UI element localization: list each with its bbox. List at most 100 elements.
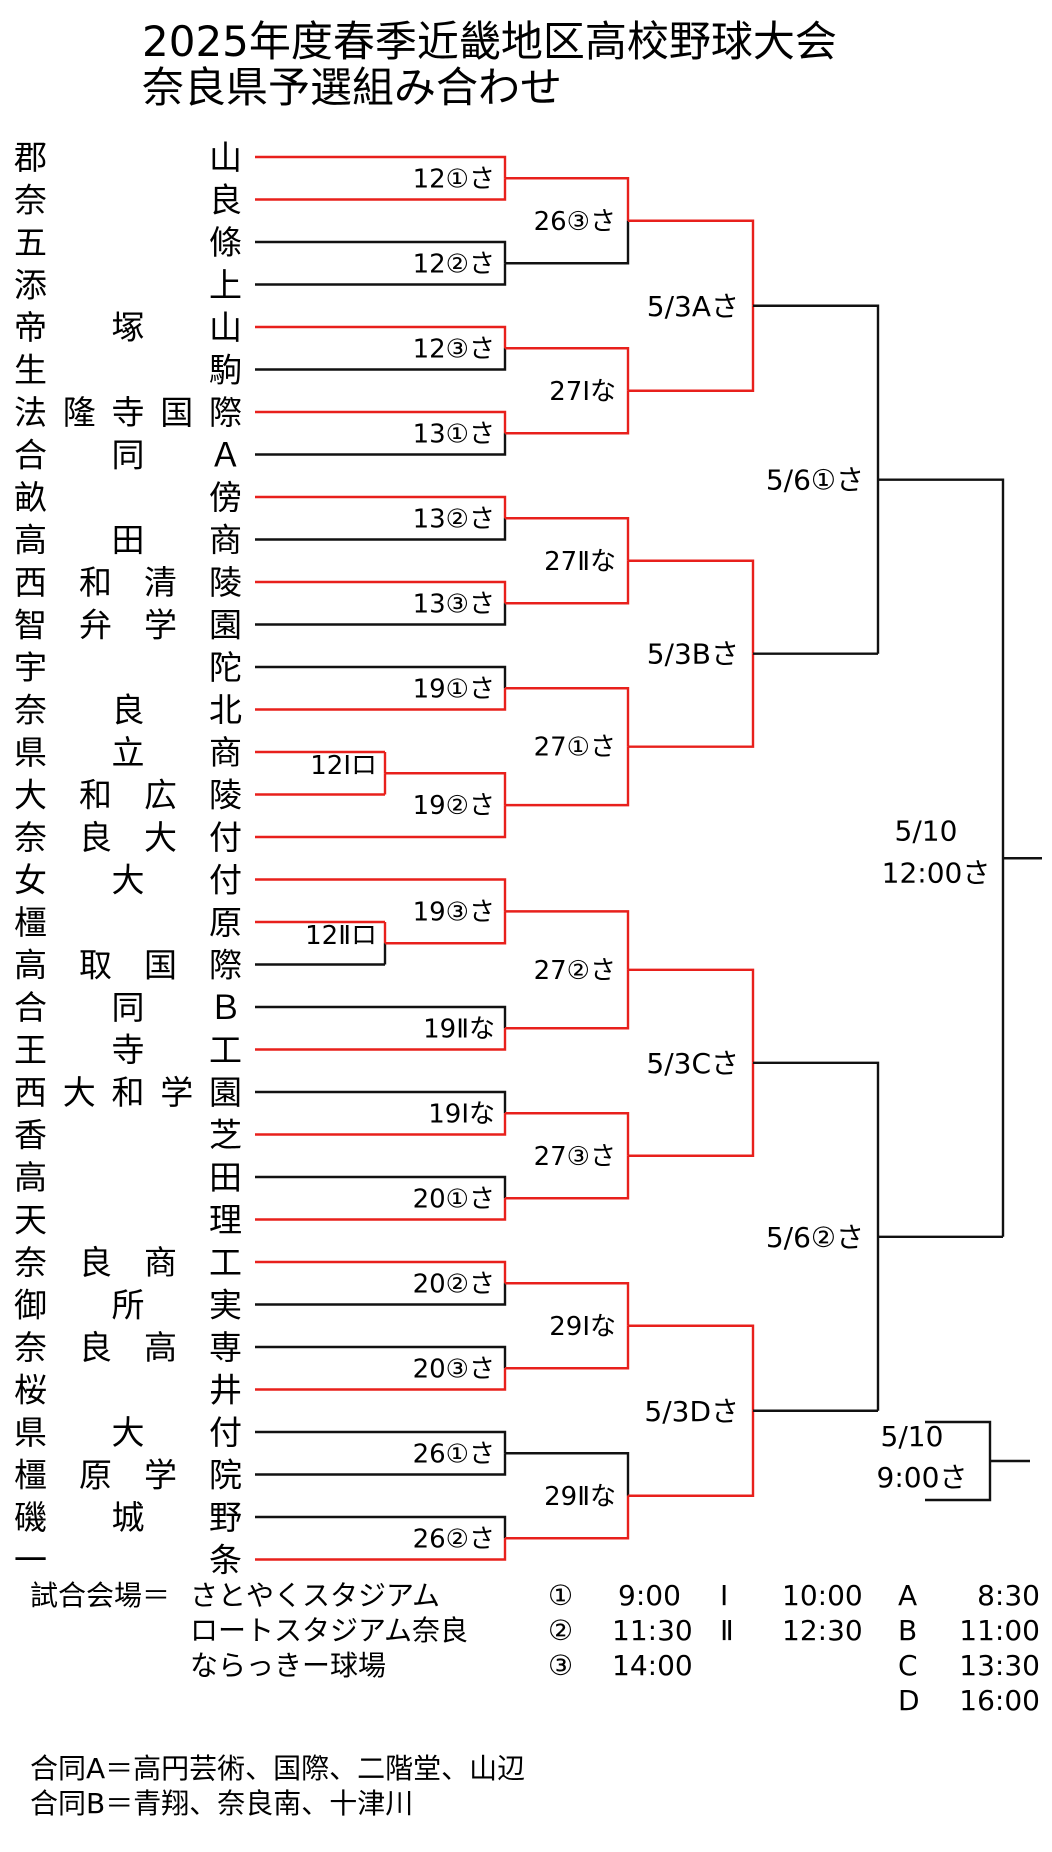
r2-connector	[505, 969, 630, 1030]
time-value-1: 9:00	[618, 1579, 681, 1612]
r1-connector	[255, 410, 507, 434]
second-round-label: 26③さ	[534, 207, 616, 237]
team-name: 畝 傍	[14, 478, 242, 517]
time-mark-roman-2: Ⅱ	[720, 1614, 734, 1647]
third-place-time-label: 9:00さ	[877, 1461, 968, 1494]
team-name: 法隆寺国際	[14, 393, 242, 432]
first-round-label: 12③さ	[413, 334, 495, 364]
r1-connector	[255, 1198, 507, 1221]
first-round-label: 19Ⅱな	[423, 1014, 495, 1044]
team-name: 奈良大付	[14, 818, 242, 857]
first-round-label: 20②さ	[413, 1269, 495, 1299]
r1-connector	[255, 348, 507, 371]
team-name: 郡 山	[14, 138, 242, 177]
r2-connector	[505, 1495, 630, 1540]
title-line-2: 奈良県予選組み合わせ	[142, 63, 562, 112]
r1-connector	[255, 1538, 507, 1561]
team-name: 添 上	[14, 266, 242, 305]
r3-connector	[628, 1410, 755, 1497]
prelim-label: 12Ⅰロ	[310, 751, 377, 781]
r1-connector	[255, 433, 507, 456]
r1-connector	[255, 178, 507, 201]
team-name: 智弁学園	[14, 606, 242, 645]
bracket-lines	[255, 155, 1042, 1561]
r2-connector	[505, 1112, 630, 1156]
time-value-3: 14:00	[612, 1649, 693, 1682]
team-name: 女 大 付	[14, 861, 242, 900]
venue-info: 試合会場＝ さとやくスタジアム ロートスタジアム奈良 ならっきー球場 ① 9:0…	[30, 1579, 1040, 1717]
first-round-label: 20③さ	[413, 1354, 495, 1384]
team-name: 高取国際	[14, 946, 242, 985]
time-mark-roman-1: Ⅰ	[720, 1579, 728, 1612]
final-connector	[878, 478, 1005, 1238]
r1-connector	[255, 1113, 507, 1136]
second-round-label: 27③さ	[534, 1142, 616, 1172]
r1-connector	[255, 518, 507, 541]
r1-connector	[255, 1175, 507, 1199]
r1-connector	[255, 1283, 507, 1306]
r1-connector	[255, 1260, 507, 1284]
third-round-label: 5/3Aさ	[647, 290, 739, 323]
time-mark-2: ②	[548, 1614, 573, 1647]
r2-connector	[505, 560, 630, 605]
r1-connector	[255, 1515, 507, 1539]
team-name: 西大和学園	[14, 1073, 242, 1112]
r3-connector	[628, 653, 755, 748]
team-name: 橿 原	[14, 903, 242, 942]
r2-connector	[505, 1155, 630, 1200]
second-round-label: 27Ⅰな	[549, 377, 616, 407]
team-name: 合 同 Ｂ	[14, 988, 242, 1027]
r3-connector	[628, 305, 755, 392]
team-name: 大和広陵	[14, 776, 242, 815]
r1-connector	[255, 155, 507, 179]
team-name: 合 同 Ａ	[14, 436, 242, 475]
r1-connector	[255, 325, 507, 349]
time-value-letter-d: 16:00	[959, 1684, 1040, 1717]
time-mark-3: ③	[548, 1649, 573, 1682]
third-place-date-label: 5/10	[881, 1420, 944, 1453]
team-name: 橿原学院	[14, 1456, 242, 1495]
final-date-label: 5/10	[895, 814, 958, 847]
time-value-roman-2: 12:30	[782, 1614, 863, 1647]
third-round-label: 5/3Dさ	[644, 1395, 739, 1428]
r1-connector	[255, 603, 507, 626]
first-round-label: 12②さ	[413, 249, 495, 279]
first-round-label: 19①さ	[413, 674, 495, 704]
team-name: 奈良高専	[14, 1328, 242, 1367]
venue-name-3: ならっきー球場	[190, 1649, 386, 1682]
second-round-label: 27Ⅱな	[544, 547, 616, 577]
team-name: 香 芝	[14, 1116, 242, 1155]
team-name: 県 大 付	[14, 1413, 242, 1452]
team-name: 一 条	[14, 1541, 242, 1580]
team-name: 県 立 商	[14, 733, 242, 772]
r1-connector	[255, 1453, 507, 1476]
r3-connector	[628, 968, 755, 1063]
time-value-2: 11:30	[612, 1614, 693, 1647]
team-name: 磯 城 野	[14, 1498, 242, 1537]
second-round-label: 27①さ	[534, 733, 616, 763]
team-name: 生 駒	[14, 351, 242, 390]
prelim-label: 12Ⅱロ	[305, 921, 377, 951]
r2-connector	[505, 347, 630, 391]
semifinal-connector	[753, 304, 880, 655]
final-time-label: 12:00さ	[882, 856, 991, 889]
time-value-roman-1: 10:00	[782, 1579, 863, 1612]
first-round-label: 26①さ	[413, 1439, 495, 1469]
team-name: 宇 陀	[14, 648, 242, 687]
r2-connector	[505, 517, 630, 561]
first-round-label: 12①さ	[413, 164, 495, 194]
r2-connector	[505, 746, 630, 807]
first-round-label: 13①さ	[413, 419, 495, 449]
r1-connector	[255, 1430, 507, 1454]
venue-name-1: さとやくスタジアム	[190, 1579, 440, 1612]
team-name: 高 田 商	[14, 521, 242, 560]
r2-connector	[505, 1282, 630, 1326]
first-round-label: 13②さ	[413, 504, 495, 534]
r3-connector	[628, 1062, 755, 1157]
team-name: 高 田	[14, 1158, 242, 1197]
team-name: 天 理	[14, 1201, 242, 1240]
time-mark-1: ①	[548, 1579, 573, 1612]
combined-team-notes: 合同A＝高円芸術、国際、二階堂、山辺 合同B＝青翔、奈良南、十津川	[30, 1752, 525, 1820]
r1-connector	[255, 240, 507, 264]
time-value-letter-b: 11:00	[959, 1614, 1040, 1647]
